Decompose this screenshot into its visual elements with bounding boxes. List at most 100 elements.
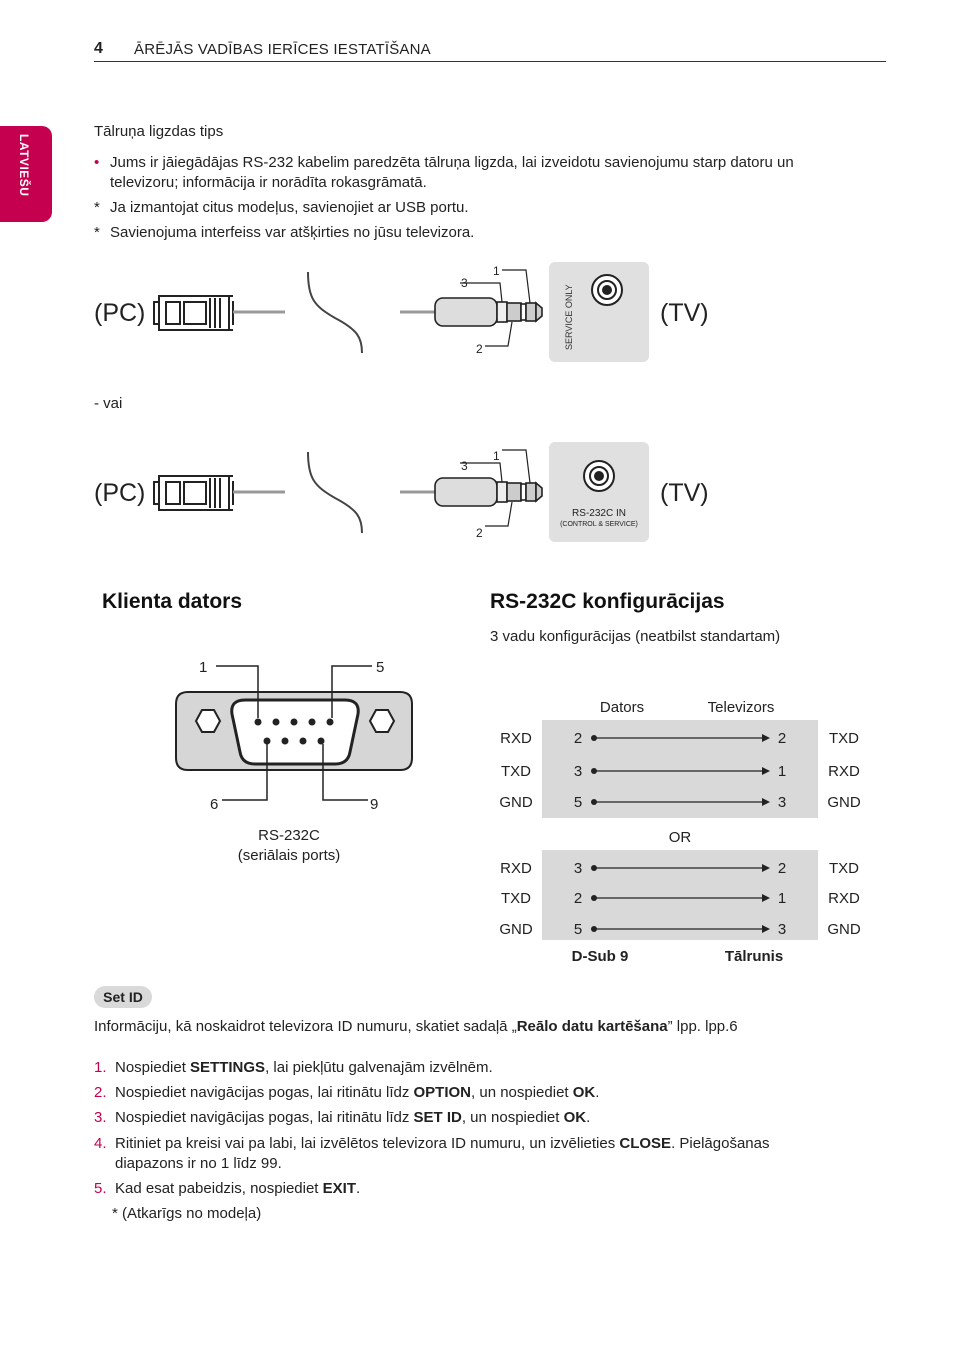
or-text: - vai [94,395,123,412]
col-dators: Dators [600,699,644,716]
signal-left: GND [499,921,533,938]
signal-left: GND [499,794,533,811]
rs232c-caption: RS-232C [258,827,320,844]
step-text: Nospiediet navigācijas pogas, lai ritinā… [115,1083,599,1103]
connection-diagram-2: (PC) 3 1 2 RS-232C IN (CONTROL & SERVICE… [94,442,709,542]
phone-label: Tālrunis [725,948,783,965]
step-post: . [595,1084,600,1101]
phone-jack-plug-icon [434,297,543,327]
or-label: OR [669,829,692,846]
pin-2-label: 2 [476,342,483,356]
pin-left: 3 [574,860,582,877]
wiring-table-1-bg [542,720,818,818]
pin-1-label: 1 [493,449,500,463]
step-number: 2. [94,1084,107,1101]
step-post: . [586,1109,591,1126]
pin-right: 2 [778,730,786,747]
rs232c-in-label: RS-232C IN [572,508,626,519]
step-text: Nospiediet navigācijas pogas, lai ritinā… [115,1108,590,1128]
pin-right: 3 [778,921,786,938]
pin-1-label: 1 [199,659,207,676]
step-mid: , un nospiediet [461,1109,564,1126]
step-b2: OK [563,1109,587,1126]
pin-2-label: 2 [476,526,483,540]
pc-label: (PC) [94,479,145,507]
pin-left: 5 [574,921,582,938]
step-mid: . Pielāgošanas [671,1135,770,1152]
signal-left: RXD [500,860,532,877]
set-id-badge: Set ID [94,986,152,1008]
signal-left: TXD [501,763,531,780]
step-b1: SETTINGS [190,1059,266,1076]
step-text: Ritiniet pa kreisi vai pa labi, lai izvē… [115,1134,769,1154]
wire-arrow [762,864,770,872]
signal-right: GND [827,794,861,811]
language-tab-label: LATVIEŠU [17,134,31,197]
db9-plug-icon [153,475,234,511]
connection-diagram-1: (PC) 3 1 2 SERVICE ONLY (TV) [94,262,709,362]
pin-right: 3 [778,794,786,811]
step-b1: OPTION [413,1084,472,1101]
pin-left: 2 [574,890,582,907]
col-televizors: Televizors [708,699,775,716]
step-mid: , lai piekļūtu galvenajām izvēlnēm. [265,1059,493,1076]
wire-arrow [762,767,770,775]
step-text: Nospiediet SETTINGS, lai piekļūtu galven… [115,1058,493,1078]
tv-label: (TV) [660,479,709,507]
note-usb: Ja izmantojat citus modeļus, savienojiet… [110,199,469,216]
step-b2: OK [572,1084,596,1101]
page-number: 4 [94,40,103,57]
pin-5-label: 5 [376,659,384,676]
wire-arrow [762,894,770,902]
signal-left: TXD [501,890,531,907]
pin-3-label: 3 [461,276,468,290]
rs232c-config-heading: RS-232C konfigurācijas [490,590,725,613]
note-interface: Savienojuma interfeiss var atšķirties no… [110,224,475,241]
bullet-text-cont: televizoru; informācija ir norādīta roka… [110,174,427,191]
step-number: 5. [94,1180,107,1197]
pin-6-label: 6 [210,796,218,813]
step-pre: Nospiediet [115,1059,191,1076]
pin-right: 1 [778,763,786,780]
star-mark: * [94,224,100,241]
step-pre: Nospiediet navigācijas pogas, lai ritinā… [115,1109,414,1126]
pin-left: 5 [574,794,582,811]
info-bold: Reālo datu kartēšana [516,1018,668,1035]
step-b1: EXIT [322,1180,356,1197]
step-mid: . [356,1180,361,1197]
signal-right: TXD [829,860,859,877]
wire-arrow [762,798,770,806]
pc-label: (PC) [94,299,145,327]
db9-port-diagram: 1 5 6 9 [175,659,413,813]
cable-break-icon [307,271,363,354]
step-pre: Ritiniet pa kreisi vai pa labi, lai izvē… [115,1135,620,1152]
pin-9-label: 9 [370,796,378,813]
db9-plug-icon [153,295,234,331]
language-tab: LATVIEŠU [0,126,52,222]
serial-port-caption: (seriālais ports) [237,847,341,864]
pin-left: 3 [574,763,582,780]
signal-right: GND [827,921,861,938]
bullet-mark: • [94,154,100,171]
step-number: 4. [94,1135,107,1152]
step-pre: Kad esat pabeidzis, nospiediet [115,1180,323,1197]
step-pre: Nospiediet navigācijas pogas, lai ritinā… [115,1084,414,1101]
config-subtitle: 3 vadu konfigurācijas (neatbilst standar… [490,628,781,645]
service-only-label: SERVICE ONLY [564,284,574,350]
step-mid: , un nospiediet [471,1084,573,1101]
step-b1: SET ID [413,1109,462,1126]
info-text: Informāciju, kā noskaidrot televizora ID… [94,1018,517,1035]
jack-type-heading: Tālruņa ligzdas tips [94,123,224,140]
set-id-info: Informāciju, kā noskaidrot televizora ID… [94,1017,738,1037]
tv-label: (TV) [660,299,709,327]
tv-port-panel [549,262,649,362]
pin-right: 1 [778,890,786,907]
signal-right: RXD [828,890,860,907]
star-mark: * [94,199,100,216]
wiring-table-2-bg [542,850,818,940]
wire-arrow [762,734,770,742]
step-b1: CLOSE [619,1135,672,1152]
step-4-cont: diapazons ir no 1 līdz 99. [115,1155,282,1172]
pin-right: 2 [778,860,786,877]
